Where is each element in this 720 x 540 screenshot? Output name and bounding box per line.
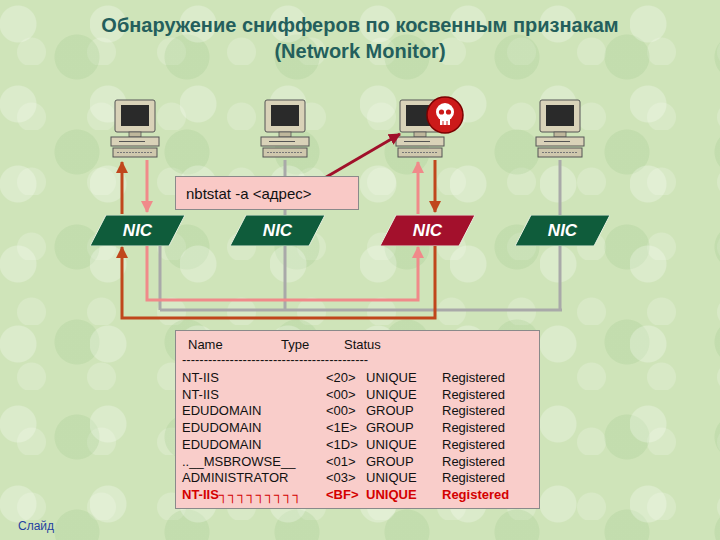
table-cell: Status	[344, 337, 381, 353]
table-cell: Registered	[442, 387, 505, 403]
table-cell: <03>	[326, 470, 356, 486]
nic-adapter: NIC	[90, 215, 185, 246]
signal-path	[122, 246, 435, 318]
table-cell: GROUP	[366, 454, 414, 470]
table-cell: UNIQUE	[366, 470, 417, 486]
table-cell: UNIQUE	[366, 487, 417, 503]
nic-outline	[230, 215, 325, 246]
table-cell: Name	[188, 337, 223, 353]
table-cell: Registered	[442, 454, 505, 470]
nic-adapter: NIC	[515, 215, 610, 246]
table-cell: UNIQUE	[366, 437, 417, 453]
table-cell: <1E>	[326, 420, 357, 436]
nic-outline	[515, 215, 610, 246]
table-cell: EDUDOMAIN	[182, 403, 261, 419]
table-cell: Type	[281, 337, 309, 353]
slide-footer: Слайд	[18, 519, 54, 533]
table-cell: Registered	[442, 487, 509, 503]
table-cell: NT-IIS	[182, 387, 219, 403]
table-cell: Registered	[442, 470, 505, 486]
nic-label: NIC	[380, 215, 475, 246]
table-cell: UNIQUE	[366, 387, 417, 403]
signal-path	[147, 246, 418, 300]
nic-outline	[380, 215, 475, 246]
nbtstat-output-box: Name Type Status--------------------------…	[175, 330, 540, 509]
nic-label: NIC	[90, 215, 185, 246]
table-cell: ----------------------------------------…	[182, 352, 368, 368]
command-text: nbtstat -a <адрес>	[186, 185, 312, 202]
computer-icon	[261, 100, 309, 157]
table-cell: GROUP	[366, 420, 414, 436]
nic-adapter: NIC	[380, 215, 475, 246]
table-cell: NT-IIS	[182, 370, 219, 386]
sniffer-skull	[427, 97, 463, 133]
table-cell: UNIQUE	[366, 370, 417, 386]
table-cell: NT-IIS┐┐┐┐┐┐┐┐┐	[182, 487, 302, 503]
table-cell: <1D>	[326, 437, 358, 453]
table-cell: <00>	[326, 387, 356, 403]
table-cell: Registered	[442, 403, 505, 419]
table-cell: Registered	[442, 437, 505, 453]
computer-icon	[536, 100, 584, 157]
table-cell: EDUDOMAIN	[182, 437, 261, 453]
nic-label: NIC	[230, 215, 325, 246]
table-cell: EDUDOMAIN	[182, 420, 261, 436]
host-arrows	[122, 160, 435, 214]
table-cell: <01>	[326, 454, 356, 470]
nic-outline	[90, 215, 185, 246]
table-cell: ..__MSBROWSE__	[182, 454, 295, 470]
nic-label: NIC	[515, 215, 610, 246]
table-cell: <BF>	[326, 487, 359, 503]
table-cell: ADMINISTRATOR	[182, 470, 288, 486]
command-callout: nbtstat -a <адрес>	[175, 176, 359, 210]
table-cell: <00>	[326, 403, 356, 419]
table-cell: Registered	[442, 420, 505, 436]
network-bus	[160, 160, 562, 310]
slide-title: Обнаружение снифферов по косвенным призн…	[80, 12, 640, 64]
table-cell: GROUP	[366, 403, 414, 419]
nic-adapter: NIC	[230, 215, 325, 246]
computer-icon	[111, 100, 159, 157]
table-cell: Registered	[442, 370, 505, 386]
table-cell: <20>	[326, 370, 356, 386]
